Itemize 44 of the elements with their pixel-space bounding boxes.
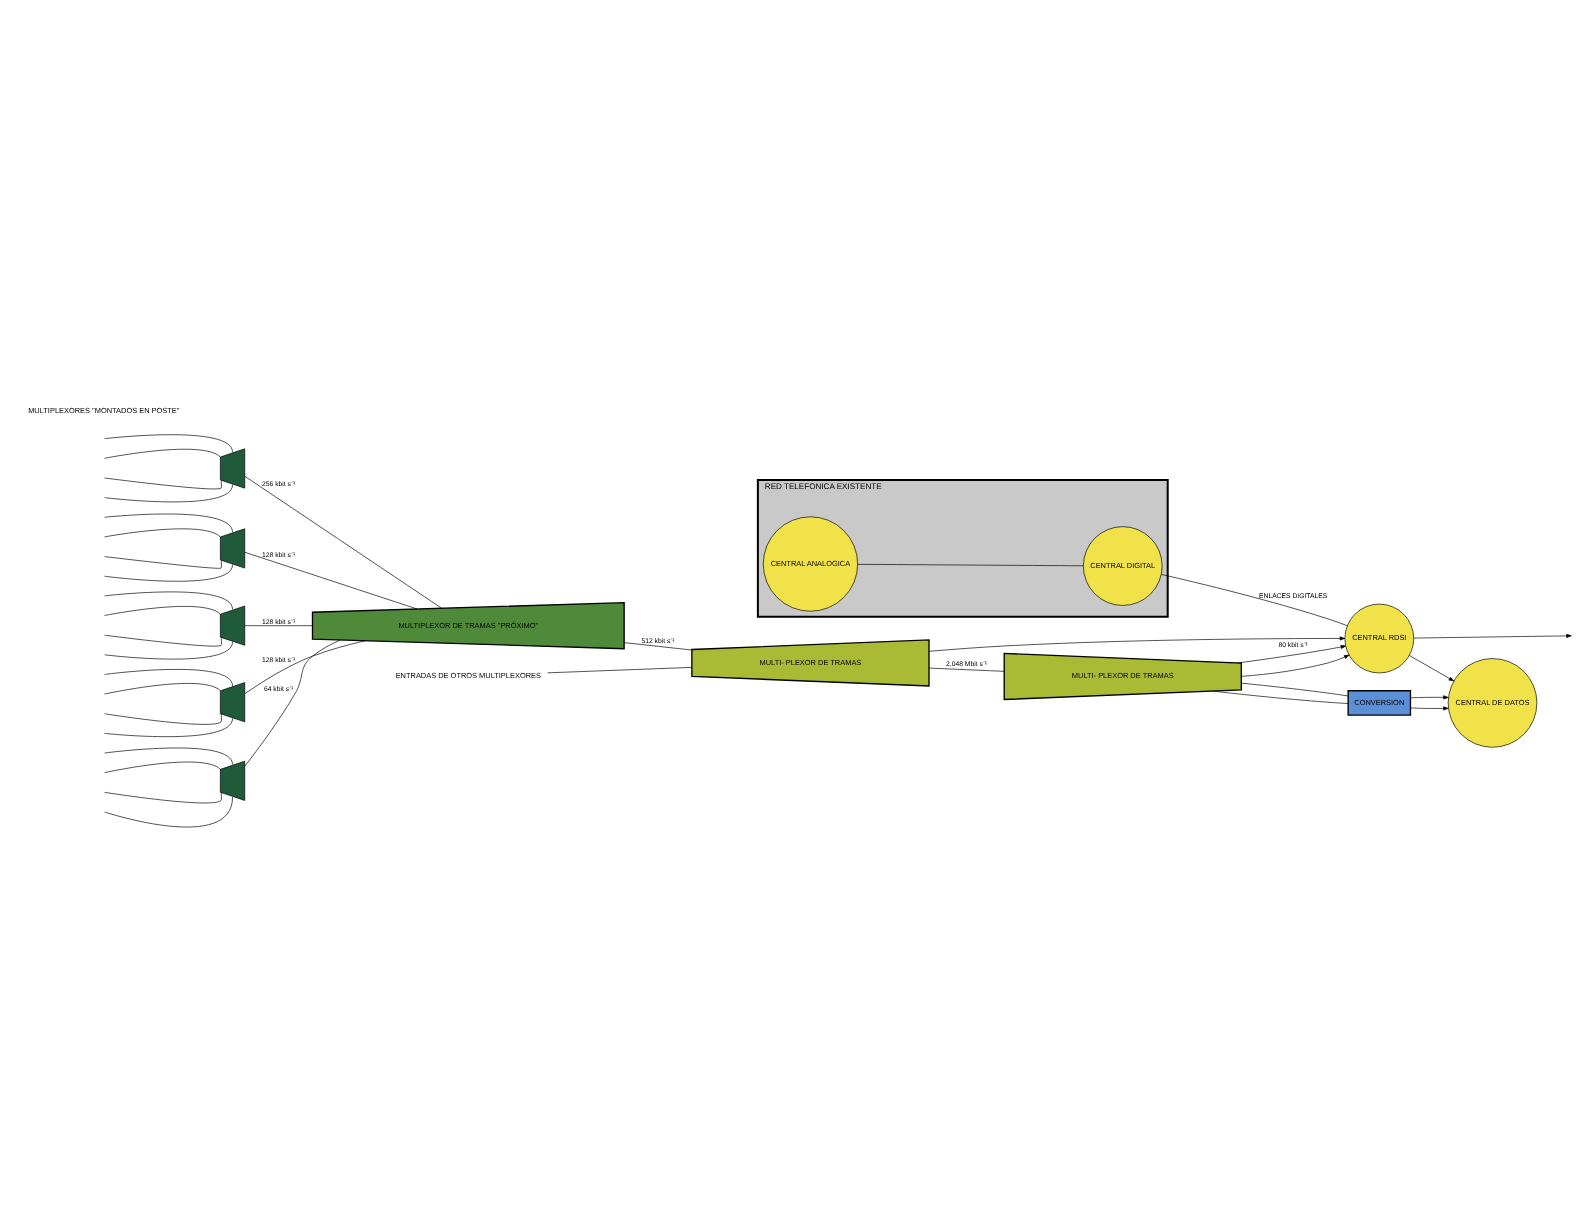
connector: [104, 791, 223, 803]
connector: [928, 666, 1005, 671]
connector: [104, 668, 233, 686]
connector: [244, 638, 341, 766]
arrow: [1409, 654, 1455, 681]
node-trapezoid: [220, 604, 246, 645]
connector: [104, 433, 233, 452]
connector: [104, 605, 221, 615]
connector: [104, 682, 221, 694]
connector: [104, 563, 233, 581]
node-trapezoid: [220, 447, 246, 488]
connector: [244, 550, 418, 609]
connector: [104, 476, 223, 489]
connector: [104, 746, 233, 764]
connector: [104, 527, 221, 537]
connector: [1161, 573, 1348, 626]
connector: [104, 795, 233, 827]
node-trapezoid: [220, 759, 246, 800]
connector: [244, 624, 313, 625]
connector: [1212, 689, 1349, 703]
connector: [244, 639, 366, 694]
connector: [104, 555, 223, 568]
connector: [104, 483, 233, 502]
connector: [104, 512, 233, 532]
arrow: [928, 635, 1346, 651]
arrow: [1410, 694, 1449, 699]
arrow: [1238, 643, 1347, 663]
arrow: [1413, 632, 1572, 638]
connector: [104, 717, 233, 736]
connector: [104, 640, 233, 659]
connector: [104, 590, 233, 609]
connector: [857, 563, 1084, 566]
connector: [1241, 681, 1349, 696]
connector: [104, 760, 221, 772]
connector: [244, 474, 442, 608]
arrow: [1410, 705, 1449, 710]
connector: [104, 633, 223, 646]
arrow: [1241, 653, 1350, 676]
connector: [104, 447, 221, 458]
node-trapezoid: [220, 527, 246, 568]
node-trapezoid: [220, 681, 246, 722]
connector: [623, 641, 693, 650]
connector: [547, 666, 693, 673]
connector: [104, 712, 223, 724]
